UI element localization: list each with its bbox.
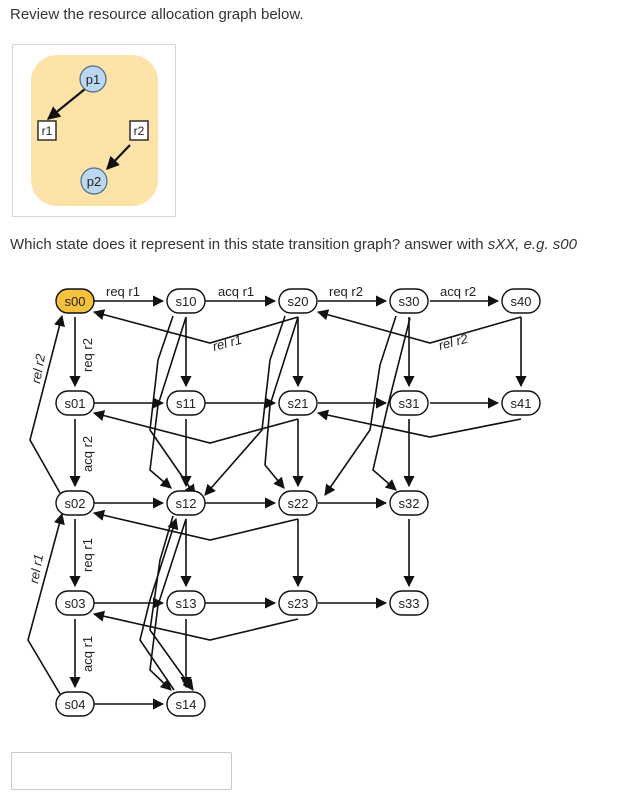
- label-req-r2-top: req r2: [329, 284, 363, 299]
- state-s32: s32: [389, 490, 429, 516]
- label-acq-r2-side: acq r2: [80, 436, 95, 472]
- edge-s14-s12: [139, 517, 179, 691]
- edge-s22-s02: [92, 509, 299, 541]
- edge-r2-p2: [106, 144, 131, 170]
- edge-s20-s12: [204, 315, 286, 496]
- edge-s41-s21: [316, 409, 522, 438]
- process-p2-label: p2: [87, 174, 101, 189]
- state-s13-label: s13: [176, 596, 197, 611]
- state-s20: s20: [278, 288, 318, 314]
- edge-s10-s12: [149, 316, 187, 489]
- rag-svg: p1 p2 r1 r2: [31, 55, 158, 206]
- label-acq-r2-top: acq r2: [440, 284, 476, 299]
- answer-input[interactable]: [11, 752, 232, 790]
- edge-s02-s00: [29, 314, 65, 494]
- label-req-r1-top: req r1: [106, 284, 140, 299]
- state-s30-label: s30: [399, 294, 420, 309]
- rag-background: [31, 55, 158, 206]
- label-acq-r1-side: acq r1: [80, 636, 95, 672]
- state-s41: s41: [501, 390, 541, 416]
- label-req-r1-side: req r1: [80, 538, 95, 572]
- edge-s12-s14b: [149, 515, 194, 691]
- resource-r2-label: r2: [134, 124, 145, 138]
- edge-s30-s22: [324, 315, 397, 496]
- label-rel-r2-top: rel r2: [437, 331, 470, 353]
- label-rel-r2-side: rel r2: [28, 352, 48, 385]
- question-example: sXX, e.g. s00: [487, 236, 577, 253]
- edge-s23-s03: [92, 610, 299, 641]
- state-s13: s13: [166, 590, 206, 616]
- edge-s12-s14: [149, 518, 187, 691]
- state-s02: s02: [55, 490, 95, 516]
- edge-s10-s12b: [149, 315, 196, 496]
- state-s21: s21: [278, 390, 318, 416]
- label-req-r2-side: req r2: [80, 338, 95, 372]
- state-s40: s40: [501, 288, 541, 314]
- edge-s40-s20: [316, 309, 522, 344]
- state-s00: s00: [55, 288, 95, 314]
- state-s14-label: s14: [176, 697, 197, 712]
- state-s01: s01: [55, 390, 95, 416]
- resource-r1-label: r1: [42, 124, 53, 138]
- edge-s04-s02: [27, 512, 65, 695]
- label-rel-r1-top: rel r1: [211, 332, 243, 354]
- state-s00-label: s00: [65, 294, 86, 309]
- resource-r1: r1: [37, 120, 57, 141]
- state-s32-label: s32: [399, 496, 420, 511]
- resource-allocation-graph: p1 p2 r1 r2: [12, 44, 176, 217]
- state-s10-label: s10: [176, 294, 197, 309]
- state-s12: s12: [166, 490, 206, 516]
- state-s33-label: s33: [399, 596, 420, 611]
- state-s04: s04: [55, 691, 95, 717]
- question-prompt: Review the resource allocation graph bel…: [10, 6, 304, 23]
- process-p1: p1: [79, 65, 107, 93]
- question-instruction: Which state does it represent in this st…: [10, 236, 577, 253]
- edge-s20-s22: [264, 316, 299, 489]
- state-s30: s30: [389, 288, 429, 314]
- state-s02-label: s02: [65, 496, 86, 511]
- state-s12-label: s12: [176, 496, 197, 511]
- state-s40-label: s40: [511, 294, 532, 309]
- state-s03: s03: [55, 590, 95, 616]
- edge-s30-s32: [372, 317, 411, 491]
- edge-s20-s00: [92, 309, 299, 344]
- state-s23-label: s23: [288, 596, 309, 611]
- edge-p1-r1: [46, 88, 86, 120]
- process-p1-label: p1: [86, 72, 100, 87]
- state-s22-label: s22: [288, 496, 309, 511]
- label-acq-r1-top: acq r1: [218, 284, 254, 299]
- process-p2: p2: [80, 167, 108, 195]
- state-s41-label: s41: [511, 396, 532, 411]
- state-s22: s22: [278, 490, 318, 516]
- state-s31: s31: [389, 390, 429, 416]
- state-s10: s10: [166, 288, 206, 314]
- state-s23: s23: [278, 590, 318, 616]
- state-s20-label: s20: [288, 294, 309, 309]
- question-instruction-text: Which state does it represent in this st…: [10, 236, 488, 253]
- label-rel-r1-side: rel r1: [26, 553, 46, 585]
- state-s14: s14: [166, 691, 206, 717]
- state-s11-label: s11: [176, 396, 196, 411]
- resource-r2: r2: [129, 120, 149, 141]
- state-s31-label: s31: [399, 396, 420, 411]
- state-s11: s11: [166, 390, 206, 416]
- state-s03-label: s03: [65, 596, 86, 611]
- state-s21-label: s21: [288, 396, 309, 411]
- state-s04-label: s04: [65, 697, 86, 712]
- state-s01-label: s01: [65, 396, 86, 411]
- state-s33: s33: [389, 590, 429, 616]
